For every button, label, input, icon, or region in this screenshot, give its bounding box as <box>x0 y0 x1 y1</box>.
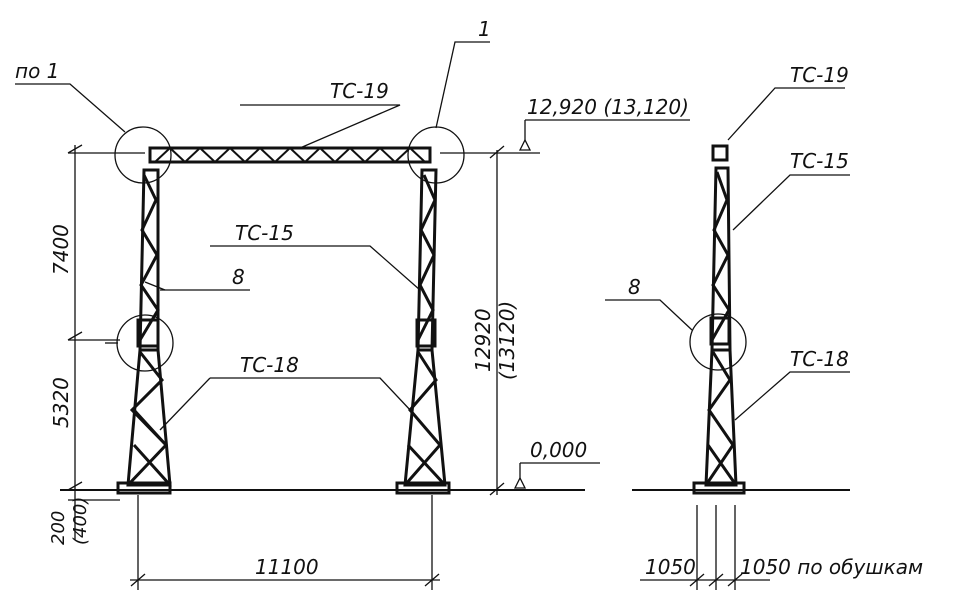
label-elevation-top: 12,920 (13,120) <box>527 95 689 119</box>
label-tc15-side: ТС-15 <box>790 149 849 173</box>
node-circle-side <box>689 313 747 371</box>
left-dimension-line <box>67 144 145 540</box>
label-dim-400: (400) <box>70 497 91 545</box>
leader-lines-side <box>605 87 850 421</box>
node-circle-left-top <box>114 126 172 184</box>
label-tc19-frame: ТС-19 <box>330 79 389 103</box>
base-dimension-side <box>640 505 770 590</box>
label-po1: по 1 <box>15 59 59 83</box>
label-dim-1050-left: 1050 <box>645 555 696 579</box>
label-dim-7400: 7400 <box>49 224 73 275</box>
label-dim-13120: (13120) <box>495 301 519 380</box>
right-column-upper <box>415 168 438 351</box>
label-dim-200: 200 <box>48 511 69 545</box>
left-column-upper <box>136 168 160 351</box>
label-dim-5320: 5320 <box>49 377 73 428</box>
elevation-mark-zero <box>513 462 600 489</box>
height-dimension-line <box>440 145 540 496</box>
label-tc15-frame: ТС-15 <box>235 221 294 245</box>
label-dim-12920: 12920 <box>471 308 495 372</box>
label-tc19-side: ТС-19 <box>790 63 849 87</box>
label-elevation-zero: 0,000 <box>530 438 587 462</box>
elevation-mark-top <box>518 119 690 151</box>
label-span-11100: 11100 <box>255 555 319 579</box>
leader-lines-front <box>15 41 490 431</box>
label-tc18-side: ТС-18 <box>790 347 849 371</box>
side-column-lower <box>692 348 746 495</box>
side-column-upper <box>709 144 732 351</box>
label-tc18-frame: ТС-18 <box>240 353 299 377</box>
label-dim-1050-right: 1050 по обушкам <box>740 555 923 579</box>
column-side-view <box>605 87 850 590</box>
label-node-1: 1 <box>478 17 491 41</box>
label-node-8-side: 8 <box>628 275 641 299</box>
label-node-8-frame: 8 <box>232 265 245 289</box>
top-beam-tc19 <box>148 146 432 164</box>
span-dimension-line <box>130 495 440 590</box>
right-column-lower <box>395 348 451 495</box>
portal-frame-front-view <box>15 41 690 590</box>
node-circle-left-mid <box>116 314 174 372</box>
